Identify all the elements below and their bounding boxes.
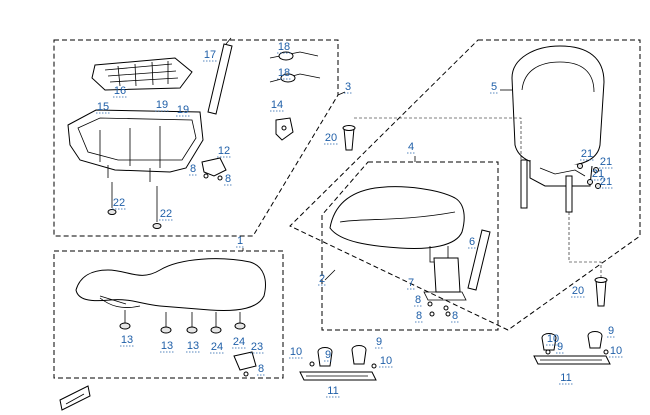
callout-number-c12: 12 bbox=[218, 145, 230, 157]
mounting-plate-part-left bbox=[299, 345, 377, 381]
callout-number-c4: 4 bbox=[408, 141, 414, 153]
callout-number-c9b: 9 bbox=[376, 336, 382, 348]
backrest-part bbox=[511, 45, 605, 187]
callout-number-c16: 16 bbox=[114, 85, 126, 97]
bushing-part-20b bbox=[594, 277, 608, 307]
bushing-part-20a bbox=[342, 125, 356, 151]
callout-number-c9d: 9 bbox=[608, 325, 614, 337]
callout-number-c8b: 8 bbox=[225, 173, 231, 185]
callout-number-c15: 15 bbox=[97, 101, 109, 113]
callout-number-c8e: 8 bbox=[452, 310, 458, 322]
callout-number-c10b: 10 bbox=[380, 355, 392, 367]
callout-number-c21a: 21 bbox=[581, 148, 593, 160]
cable-tie-parts bbox=[269, 51, 321, 83]
storage-box-part bbox=[67, 109, 204, 182]
callout-number-c10d: 10 bbox=[610, 345, 622, 357]
passenger-bracket-part bbox=[423, 257, 467, 317]
callout-number-c13a: 13 bbox=[121, 334, 133, 346]
bracket-part-12 bbox=[201, 157, 227, 181]
front-direction-arrow-icon bbox=[59, 385, 91, 411]
callout-number-c18b: 18 bbox=[278, 67, 290, 79]
callout-number-c24a: 24 bbox=[211, 341, 223, 353]
frame-group-1-main-seat bbox=[53, 250, 284, 379]
callout-number-c18a: 18 bbox=[278, 41, 290, 53]
callout-number-c11a: 11 bbox=[327, 385, 338, 397]
callout-number-c24b: 24 bbox=[233, 336, 245, 348]
screw-parts-22 bbox=[107, 182, 162, 229]
callout-number-c21d: 21 bbox=[600, 176, 612, 188]
callout-number-c17: 17 bbox=[204, 49, 216, 61]
group-line-2 bbox=[324, 269, 336, 281]
callout-number-c14: 14 bbox=[271, 99, 283, 111]
seat-latch-part bbox=[233, 351, 257, 377]
callout-number-c9c: 9 bbox=[557, 341, 563, 353]
leader-line-post-right bbox=[568, 212, 602, 278]
callout-number-c21c: 21 bbox=[592, 168, 604, 180]
callout-number-c8a: 8 bbox=[190, 163, 196, 175]
callout-number-c20a: 20 bbox=[325, 132, 337, 144]
latch-part bbox=[275, 117, 294, 141]
callout-number-c10a: 10 bbox=[290, 346, 302, 358]
callout-number-c11b: 11 bbox=[560, 372, 571, 384]
callout-number-c8d: 8 bbox=[416, 310, 422, 322]
callout-number-c13c: 13 bbox=[187, 340, 199, 352]
callout-number-c19a: 19 bbox=[156, 99, 168, 111]
callout-number-c7: 7 bbox=[408, 277, 414, 289]
callout-number-c9a: 9 bbox=[325, 349, 331, 361]
callout-number-c20b: 20 bbox=[572, 285, 584, 297]
callout-number-c5: 5 bbox=[491, 81, 497, 93]
frame-group-4-passenger-seat bbox=[321, 161, 499, 331]
screw-parts-21 bbox=[577, 163, 601, 189]
main-seat-part bbox=[75, 258, 266, 311]
group-line-3 bbox=[337, 91, 346, 96]
callout-number-c13b: 13 bbox=[161, 340, 173, 352]
callout-number-c21b: 21 bbox=[600, 156, 612, 168]
callout-number-c22b: 22 bbox=[160, 208, 172, 220]
strap-part bbox=[207, 37, 233, 115]
seat-rubber-parts bbox=[119, 310, 246, 334]
callout-number-c1: 1 bbox=[237, 235, 243, 247]
mounting-plate-part-right bbox=[533, 331, 611, 365]
rod-part bbox=[467, 229, 491, 291]
passenger-seat-part bbox=[329, 186, 465, 263]
callout-number-c6: 6 bbox=[469, 236, 475, 248]
callout-number-c3: 3 bbox=[345, 81, 351, 93]
frame-group-3 bbox=[53, 39, 339, 237]
callout-number-c23: 23 bbox=[251, 341, 263, 353]
callout-number-c19b: 19 bbox=[177, 104, 189, 116]
callout-number-c2: 2 bbox=[319, 273, 325, 285]
tray-cover-part bbox=[91, 57, 193, 91]
callout-number-c22a: 22 bbox=[113, 197, 125, 209]
callout-number-c8f: 8 bbox=[258, 363, 264, 375]
callout-number-c10c: 10 bbox=[547, 333, 559, 345]
leader-line-post-left bbox=[354, 117, 522, 160]
callout-number-c8c: 8 bbox=[415, 294, 421, 306]
